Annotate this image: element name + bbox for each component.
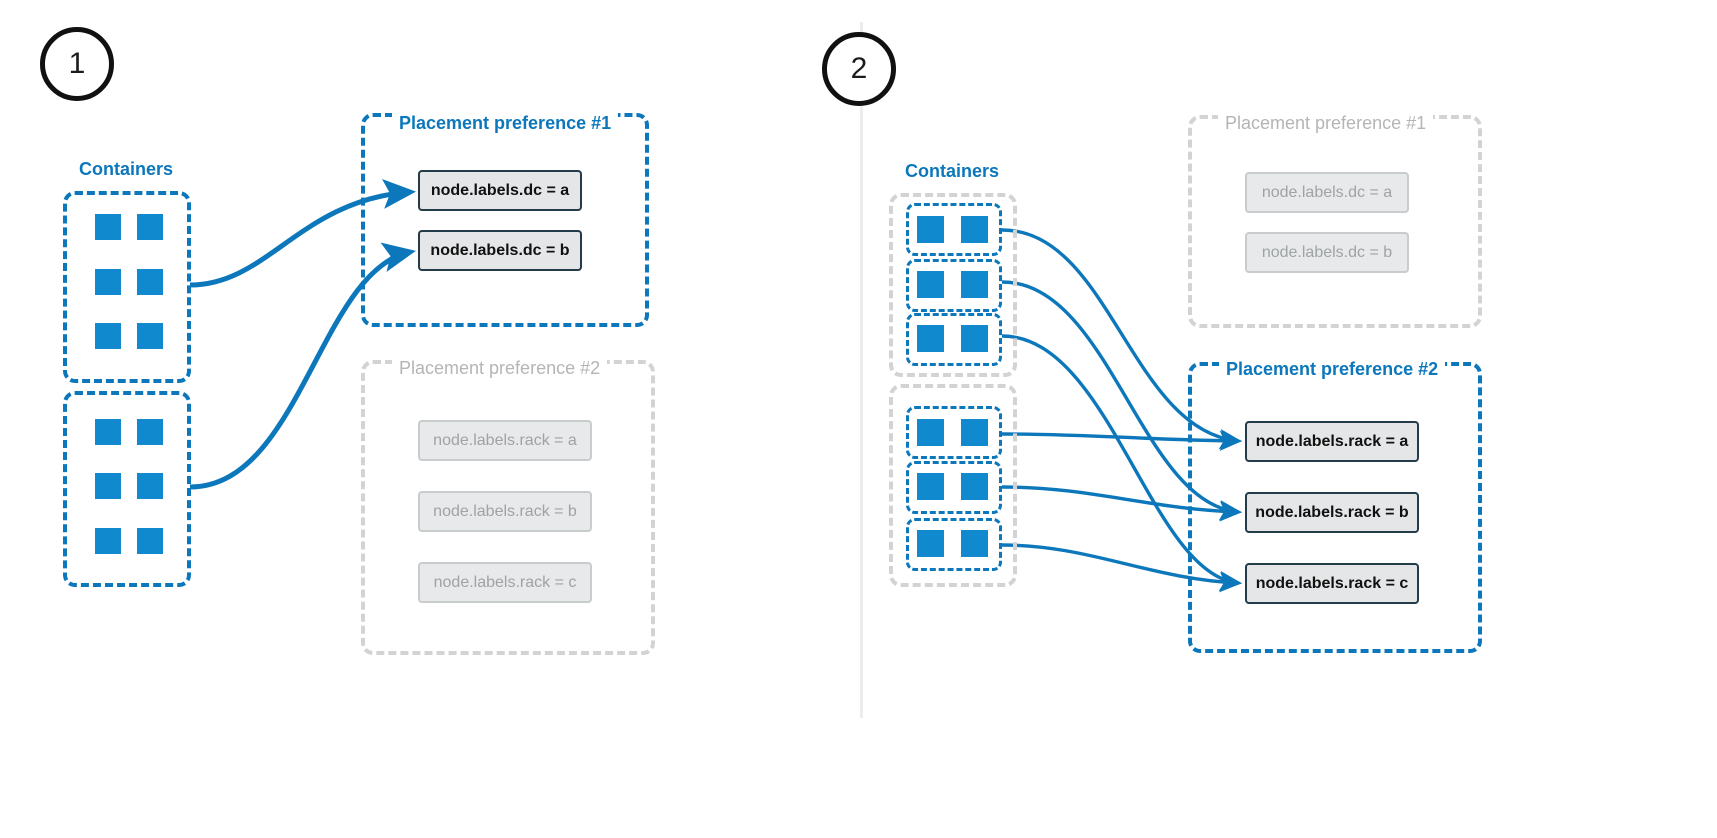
p2-container-row-5 xyxy=(906,461,1002,514)
p2-container-row-1 xyxy=(906,203,1002,256)
p2-chip-rack-c-label: node.labels.rack = c xyxy=(1255,574,1409,592)
p1-chip-rack-c: node.labels.rack = c xyxy=(418,562,592,603)
p1-container-square xyxy=(95,473,121,499)
p1-container-square xyxy=(95,419,121,445)
p1-container-square xyxy=(95,323,121,349)
p1-chip-rack-a: node.labels.rack = a xyxy=(418,420,592,461)
p2-chip-dc-b: node.labels.dc = b xyxy=(1245,232,1409,273)
p1-chip-dc-a: node.labels.dc = a xyxy=(418,170,582,211)
p1-chip-rack-b: node.labels.rack = b xyxy=(418,491,592,532)
arrow-row2-to-rack-b xyxy=(1001,280,1243,521)
p2-placement-pref-2-title: Placement preference #2 xyxy=(1219,359,1446,379)
p2-containers-label: Containers xyxy=(898,161,1007,181)
p2-container-square xyxy=(961,271,988,298)
p2-container-square xyxy=(961,473,988,500)
p2-container-row-6 xyxy=(906,518,1002,571)
p1-container-square xyxy=(137,214,163,240)
p2-chip-rack-b-label: node.labels.rack = b xyxy=(1255,503,1409,521)
p2-container-row-2 xyxy=(906,259,1002,312)
p1-container-group-a xyxy=(63,191,191,383)
p2-chip-rack-a: node.labels.rack = a xyxy=(1245,421,1419,462)
p2-container-square xyxy=(917,216,944,243)
p2-container-row-3 xyxy=(906,313,1002,366)
p2-container-square xyxy=(961,530,988,557)
p1-containers-label: Containers xyxy=(72,159,181,179)
p1-placement-pref-2-title: Placement preference #2 xyxy=(392,358,608,378)
arrow-row6-to-rack-c xyxy=(1001,543,1243,593)
p1-container-square xyxy=(95,214,121,240)
p2-chip-rack-c: node.labels.rack = c xyxy=(1245,563,1419,604)
step-badge-2: 2 xyxy=(822,32,896,106)
p2-placement-pref-1-title: Placement preference #1 xyxy=(1218,113,1434,133)
p2-container-square xyxy=(917,473,944,500)
p1-container-square xyxy=(137,528,163,554)
p2-container-square xyxy=(917,530,944,557)
step-badge-1: 1 xyxy=(40,27,114,101)
p1-chip-dc-a-label: node.labels.dc = a xyxy=(430,181,570,199)
arrow-row1-to-rack-a xyxy=(1001,228,1243,450)
p1-container-square xyxy=(137,419,163,445)
p2-chip-rack-a-label: node.labels.rack = a xyxy=(1255,432,1409,450)
p2-container-square xyxy=(961,325,988,352)
p1-chip-dc-b: node.labels.dc = b xyxy=(418,230,582,271)
p1-chip-rack-c-label: node.labels.rack = c xyxy=(433,573,577,591)
p1-container-square xyxy=(137,473,163,499)
p2-container-group-a xyxy=(889,193,1017,377)
arrow-row4-to-rack-a xyxy=(1001,430,1243,451)
p1-container-square xyxy=(95,528,121,554)
p2-placement-pref-1-box xyxy=(1188,115,1482,328)
panel-divider xyxy=(860,22,863,718)
p1-container-square xyxy=(137,323,163,349)
arrow-group-b-to-dc-b xyxy=(189,242,416,490)
arrow-group-a-to-dc-a xyxy=(189,179,416,288)
p1-chip-rack-a-label: node.labels.rack = a xyxy=(433,431,577,449)
p2-container-square xyxy=(917,271,944,298)
p2-chip-dc-a: node.labels.dc = a xyxy=(1245,172,1409,213)
p2-container-group-b xyxy=(889,384,1017,587)
p1-chip-dc-b-label: node.labels.dc = b xyxy=(430,241,570,259)
p2-chip-dc-a-label: node.labels.dc = a xyxy=(1261,183,1393,201)
p2-chip-rack-b: node.labels.rack = b xyxy=(1245,492,1419,533)
p2-container-square xyxy=(961,419,988,446)
p1-placement-pref-1-box xyxy=(361,113,649,327)
arrow-row5-to-rack-b xyxy=(1001,485,1243,522)
p1-container-square xyxy=(137,269,163,295)
step-badge-1-label: 1 xyxy=(68,47,86,80)
p2-container-square xyxy=(917,325,944,352)
p1-chip-rack-b-label: node.labels.rack = b xyxy=(433,502,577,520)
p2-container-square xyxy=(961,216,988,243)
step-badge-2-label: 2 xyxy=(850,52,868,85)
p2-chip-dc-b-label: node.labels.dc = b xyxy=(1261,243,1393,261)
p1-container-group-b xyxy=(63,391,191,587)
p2-container-square xyxy=(917,419,944,446)
p1-placement-pref-1-title: Placement preference #1 xyxy=(392,113,619,133)
p1-container-square xyxy=(95,269,121,295)
p2-container-row-4 xyxy=(906,406,1002,459)
arrow-row3-to-rack-c xyxy=(1001,334,1243,592)
